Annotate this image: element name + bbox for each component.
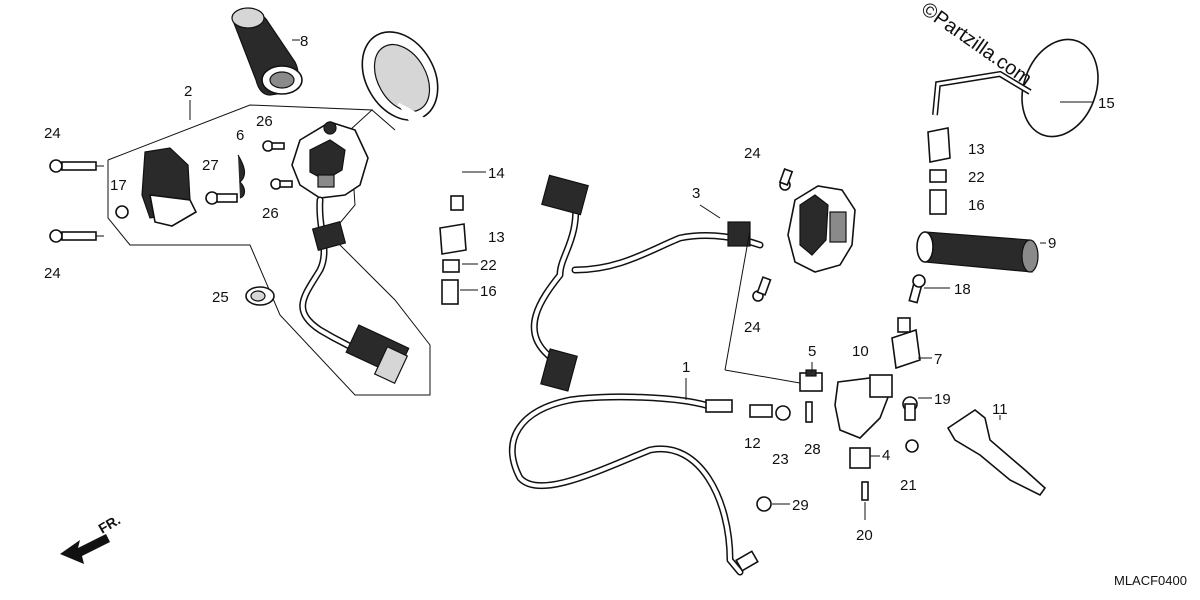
screw-24-right-lower [752,276,772,302]
left-mirror[interactable] [347,18,464,211]
callout-16: 16 [968,197,985,214]
front-indicator-label: FR. [96,511,124,536]
callout-13: 13 [968,141,985,158]
screw-20 [861,481,869,501]
nut-21 [905,439,919,453]
pivot-bolt-19 [902,396,918,421]
screw-24-lower-left [49,229,97,243]
bolt-18 [908,274,926,304]
left-switch-assembly-frame [107,104,431,396]
clip-6 [237,154,246,199]
adapter-16-left [441,279,459,305]
nut-29 [756,496,772,512]
screw-24-upper-left [49,159,97,173]
screw-24-right-upper [778,168,794,191]
callout-7: 7 [934,351,942,368]
callout-13: 13 [488,229,505,246]
callout-26: 26 [262,205,279,222]
callout-29: 29 [792,497,809,514]
main-wire-harness[interactable] [530,174,764,392]
nut-22-right [929,169,947,183]
bracket-7 [891,317,921,370]
callout-16: 16 [480,283,497,300]
mirror-cover-13-right [927,127,951,163]
screw-27 [205,191,238,205]
callout-20: 20 [856,527,873,544]
callout-24: 24 [744,319,761,336]
callout-2: 2 [184,83,192,100]
screw-26-lower [270,178,293,190]
left-grip[interactable] [231,7,303,96]
switch-5 [799,369,823,392]
callout-23: 23 [772,451,789,468]
washer-23 [775,405,791,421]
callout-19: 19 [934,391,951,408]
adjuster-12 [749,404,773,418]
callout-22: 22 [968,169,985,186]
callout-1: 1 [682,359,690,376]
callout-22: 22 [480,257,497,274]
callout-28: 28 [804,441,821,458]
diagram-code: MLACF0400 [1114,573,1187,588]
callout-21: 21 [900,477,917,494]
callout-6: 6 [236,127,244,144]
clutch-cable[interactable] [508,393,759,576]
callout-24: 24 [44,125,61,142]
switch-4 [849,447,871,469]
callout-5: 5 [808,343,816,360]
callout-11: 11 [992,401,1008,418]
callout-10: 10 [852,343,869,360]
screw-26-upper [262,140,285,152]
callout-8: 8 [300,33,308,50]
right-grip[interactable] [916,231,1039,273]
callout-17: 17 [110,177,127,194]
callout-24: 24 [44,265,61,282]
nut-17 [115,205,129,219]
callout-26: 26 [256,113,273,130]
callout-14: 14 [488,165,505,182]
left-switch-housing[interactable] [291,121,369,199]
callout-15: 15 [1098,95,1115,112]
right-mirror[interactable] [932,29,1111,148]
left-switch-wire-harness[interactable] [299,196,410,385]
mirror-cover-13-left [439,223,467,255]
front-direction-arrow [60,534,110,564]
nut-22-left [442,259,460,273]
clutch-lever-11[interactable] [946,409,1047,497]
callout-18: 18 [954,281,971,298]
right-switch-housing[interactable] [787,185,856,273]
callout-25: 25 [212,289,229,306]
screw-28 [805,401,813,423]
switch-lower-cover[interactable] [141,147,198,227]
callout-24: 24 [744,145,761,162]
callout-27: 27 [202,157,219,174]
band-25 [245,286,275,306]
callout-12: 12 [744,435,761,452]
lever-bracket[interactable] [834,374,893,439]
callout-4: 4 [882,447,890,464]
callout-3: 3 [692,185,700,202]
adapter-16-right [929,189,947,215]
leader-lines [96,100,1094,520]
callout-9: 9 [1048,235,1056,252]
